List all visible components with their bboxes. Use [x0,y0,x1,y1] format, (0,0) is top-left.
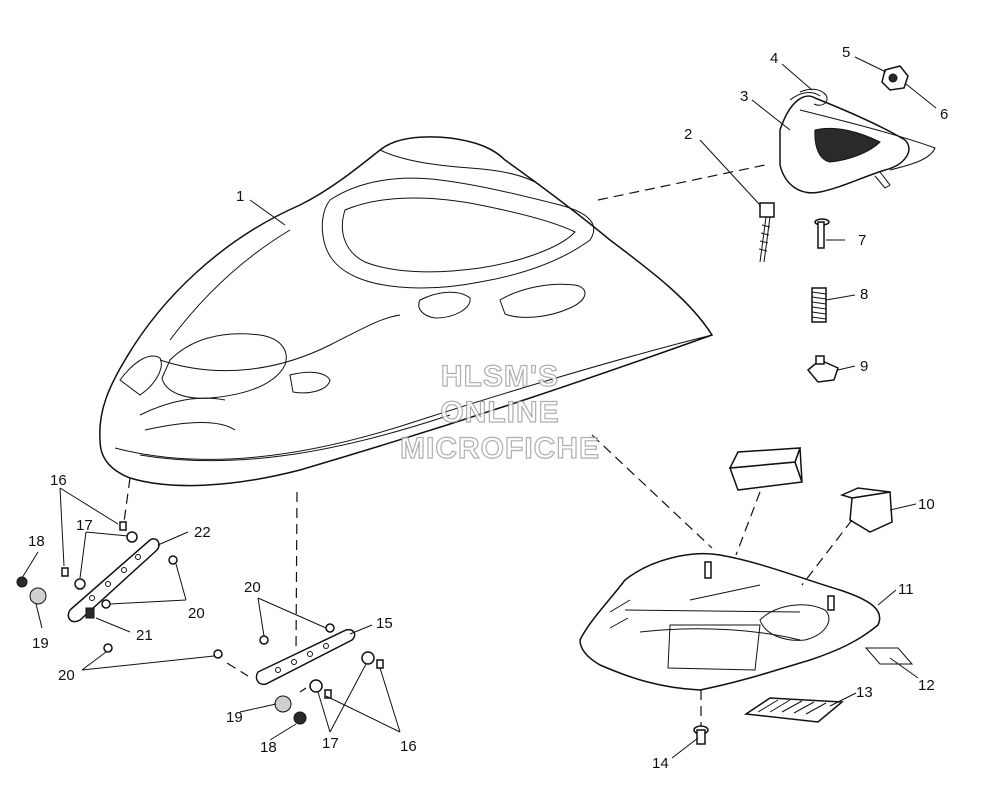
callout-labels: 1 2 3 4 5 6 7 8 9 10 11 12 13 14 15 16 1… [28,44,948,772]
callout-17a: 17 [76,517,93,534]
callout-8: 8 [860,286,868,303]
callout-2: 2 [684,126,692,143]
bolt-part-14 [693,725,709,745]
callout-15: 15 [376,615,393,632]
callout-17b: 17 [322,735,339,752]
spring-part-8 [811,287,827,323]
callout-18b: 18 [260,739,277,756]
assembly-lines [123,164,853,726]
callout-20a: 20 [188,605,205,622]
watermark-line-1: HLSM'S [440,359,560,393]
label-part-12 [864,647,914,665]
leader-lines [21,56,937,759]
callout-18a: 18 [28,533,45,550]
pin-part-7 [814,218,830,249]
windshield-part-3 [779,92,936,194]
callout-1: 1 [236,188,244,205]
callout-9: 9 [860,358,868,375]
callout-20b: 20 [58,667,75,684]
callout-6: 6 [940,106,948,123]
callout-16a: 16 [50,472,67,489]
bracket-part-22 [67,538,160,623]
knob-part-9 [806,355,839,383]
callout-14: 14 [652,755,669,772]
callout-20c: 20 [244,579,261,596]
watermark-line-2: ONLINE [440,395,560,429]
callout-3: 3 [740,88,748,105]
hardware-right [259,623,384,725]
callout-19a: 19 [32,635,49,652]
hood-part-1 [99,136,714,487]
callout-11: 11 [898,581,914,598]
fastener-part-2 [758,202,775,263]
trim-part-4 [799,88,828,106]
watermark-line-3: MICROFICHE [399,431,600,465]
callout-7: 7 [858,232,866,249]
callout-13: 13 [856,684,873,701]
grille-part-13 [743,697,844,723]
callout-5: 5 [842,44,850,61]
foam-block-part-10b [839,487,893,533]
callout-19b: 19 [226,709,243,726]
callout-22: 22 [194,524,211,541]
callout-10: 10 [918,496,935,513]
callout-21: 21 [136,627,153,644]
belly-pan-part-11 [579,552,881,691]
bracket-part-15 [255,628,356,686]
callout-4: 4 [770,50,778,67]
foam-block-part-10a [728,447,804,491]
callout-16b: 16 [400,738,417,755]
hardware-left [16,521,223,659]
callout-12: 12 [918,677,935,694]
knob-part-5 [881,65,909,91]
